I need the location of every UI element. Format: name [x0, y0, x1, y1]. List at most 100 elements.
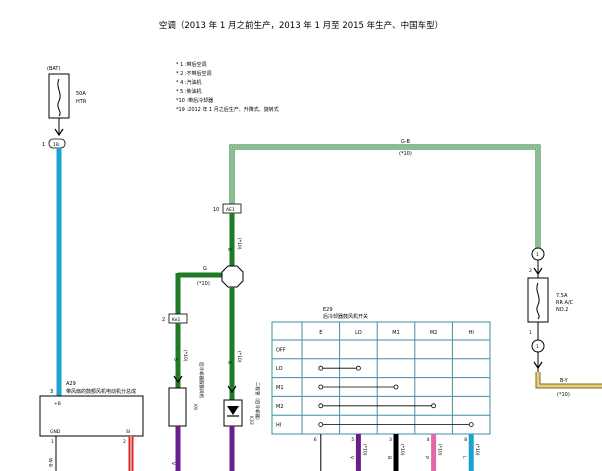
wire-ke1-num: 5 — [172, 358, 178, 361]
wire-ae1-note: (*10) — [236, 238, 242, 250]
fuse-bat-symbol — [57, 78, 61, 117]
diagram-title: 空调（2013 年 1 月之前生产，2013 年 1 月至 2015 年生产、中… — [159, 20, 443, 31]
switch-wire-color: L — [461, 456, 467, 459]
switch-row-m2: M2 — [276, 404, 284, 410]
pin-1b-id: 1B — [53, 142, 59, 148]
note-2: * 2 :不带后空调 — [176, 70, 212, 77]
wire-ke1-note: (*10) — [182, 350, 188, 362]
comp-a29-num: 3 — [50, 389, 53, 395]
note-5: *10 :带后冷却器 — [176, 97, 213, 104]
comp-a29-si: SI — [126, 429, 130, 435]
fuse-right-name2: NO.2 — [556, 307, 568, 313]
comp-k9-code: K9 — [192, 404, 198, 410]
comp-k33-name: 二极管（后冷却器） — [254, 382, 261, 423]
a29-si-num: 2 — [123, 439, 126, 445]
wire-gb — [229, 144, 541, 248]
fuse-bat-box — [48, 73, 70, 119]
switch-col-m1: M1 — [392, 330, 400, 336]
fuse-right-rating: 7.5A — [556, 293, 568, 299]
k33-arrow — [227, 385, 237, 394]
a29-gnd-num: 1 — [51, 439, 54, 445]
wire-gb-note: (*10) — [399, 151, 412, 157]
fuse-bat: (BAT) 50A HTR — [47, 66, 87, 137]
switch-pin-num: 3 — [389, 437, 392, 443]
fuse-right-pin-top-num: 1 — [536, 252, 539, 258]
fuse-right-pin-bot-num: 1 — [536, 344, 539, 350]
fuse-bat-rating: 50A — [76, 91, 86, 97]
fuse-right-arrow — [533, 267, 543, 276]
comp-k9-name: 后冷却器鼓额风机 — [198, 362, 205, 398]
note-1: * 1 :带后空调 — [176, 61, 207, 68]
fuse-right-symbol — [536, 282, 540, 320]
switch-wire-color: V — [348, 456, 354, 460]
conn-ae1-num: 10 — [213, 207, 219, 213]
wire-ae1-num: 6 — [226, 248, 232, 251]
comp-a29-plus: +B — [54, 401, 61, 407]
conn-ke1-id: Ke1 — [172, 317, 180, 323]
fuse-bat-label: (BAT) — [47, 66, 60, 72]
switch-pin-num: 5 — [351, 437, 354, 443]
switch-col-lo: LO — [355, 330, 362, 336]
wire-by-color: B-Y — [560, 378, 569, 384]
switch-name: 后冷却器鼓风机开关 — [323, 313, 368, 320]
diode-icon — [227, 406, 239, 415]
switch-continuity-dot — [318, 365, 324, 371]
wire-g-color: G — [203, 266, 207, 272]
wire-g-note: (*10) — [197, 281, 210, 287]
switch-row-m1: M1 — [276, 385, 284, 391]
switch-wire-color: B — [386, 456, 392, 459]
switch-continuity-dot — [355, 365, 361, 371]
wire-gb-color: G-B — [401, 139, 411, 145]
note-4: * 5 :柴油机 — [176, 88, 202, 95]
comp-a29-code: A29 — [66, 381, 76, 387]
fuse-right-pin-top-label: 2 — [529, 268, 532, 274]
junction-node — [221, 265, 244, 288]
notes-list: * 1 :带后空调 * 2 :不带后空调 * 4 :汽油机 * 5 :柴油机 *… — [176, 61, 279, 113]
switch-row-hi: HI — [276, 423, 281, 429]
switch-continuity-dot — [318, 422, 324, 428]
comp-a29-box — [39, 395, 144, 437]
wire-a29-gnd-label: W-B — [47, 458, 53, 467]
switch-col-m2: M2 — [430, 330, 438, 336]
fuse-right-pin-bot-label: 1 — [529, 330, 532, 336]
switch-continuity-dot — [318, 403, 324, 409]
switch-pin-num: 4 — [427, 437, 430, 443]
comp-a29-gnd: GND — [50, 429, 61, 435]
wire-by — [535, 372, 602, 389]
fuse-right-name1: RR A/C — [556, 300, 574, 306]
switch-wire-note: (*10) — [474, 444, 480, 456]
switch-wire-note: (*10) — [361, 444, 367, 456]
switch-row-off: OFF — [276, 347, 286, 353]
comp-k33-code: K33 — [248, 416, 254, 425]
fuse-bat-name: HTR — [76, 99, 87, 105]
switch-col-hi: HI — [469, 330, 474, 336]
switch-continuity-dot — [431, 403, 437, 409]
pin-1b-num: 1 — [42, 142, 45, 148]
switch-row-lo: LO — [276, 366, 283, 372]
switch-wire-note: (*10) — [399, 444, 405, 456]
fuse-bat-arrow — [54, 128, 64, 137]
switch-continuity-dot — [393, 384, 399, 390]
wire-k33-num: 6 — [226, 361, 232, 364]
switch-continuity-dot — [318, 384, 324, 390]
switch-pin-num: 8 — [464, 437, 467, 443]
switch-col-e: E — [319, 330, 322, 336]
comp-a29-name: 带风扇的鼓额风机电动机分总成 — [66, 388, 136, 395]
note-6: *19 :2012 年 1 月之后生产、升降式、旋转式 — [176, 106, 279, 113]
wire-k33-note: (*10) — [236, 351, 242, 363]
switch-pin-num: 6 — [314, 437, 317, 443]
note-3: * 4 :汽油机 — [176, 79, 202, 86]
wire-k9-v: V — [170, 462, 176, 466]
fuse-right-arrow-bot — [533, 361, 543, 370]
conn-ae1-id: AE1 — [226, 207, 235, 213]
wire-by-note: (*10) — [557, 392, 570, 398]
conn-ke1-num: 2 — [162, 317, 165, 323]
switch-wire-color: P — [424, 456, 430, 459]
comp-k9-box — [168, 387, 187, 427]
fuse-right-box — [527, 277, 549, 323]
switch-wire-note: (*10) — [437, 444, 443, 456]
switch-code: E29 — [323, 307, 333, 313]
